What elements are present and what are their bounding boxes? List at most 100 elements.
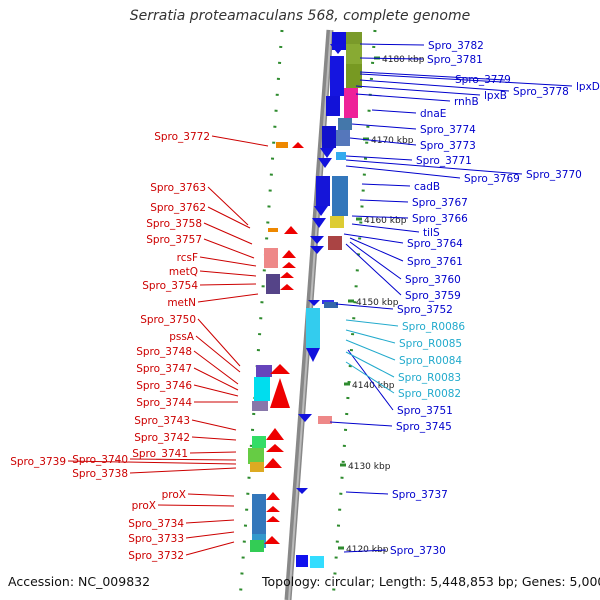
rna-gene-4-leader — [345, 361, 395, 394]
left-gene-label[interactable]: Spro_3747 — [136, 363, 192, 375]
right-gene-label[interactable]: Spro_3737 — [392, 489, 448, 501]
left-gene-label[interactable]: Spro_3762 — [150, 202, 206, 214]
right-gene-10-leader — [345, 155, 413, 161]
left-gene-label[interactable]: Spro_3743 — [134, 415, 190, 427]
right-gene-9-leader — [349, 137, 417, 146]
rna-gene-label[interactable]: Spro_R0083 — [398, 372, 461, 384]
rna-gene-0-leader — [345, 319, 399, 327]
left-strand-genes — [248, 142, 288, 552]
left-gene-label[interactable]: proX — [162, 489, 186, 501]
right-gene-label[interactable]: Spro_3782 — [428, 40, 484, 52]
left-gene-21-leader — [187, 493, 235, 497]
kbp-tick-label[interactable]: 4140 kbp — [352, 381, 395, 391]
left-gene-4-leader — [203, 238, 255, 259]
right-gene-label[interactable]: tilS — [423, 227, 440, 239]
right-gene-label[interactable]: Spro_3771 — [416, 155, 472, 167]
rna-gene-label[interactable]: Spro_R0086 — [402, 321, 465, 333]
left-gene-15-leader — [191, 419, 237, 431]
left-gene-13-leader — [193, 384, 239, 397]
left-gene-label[interactable]: Spro_3746 — [136, 380, 192, 392]
right-gene-label[interactable]: rnhB — [454, 96, 479, 108]
left-gene-label[interactable]: Spro_3757 — [146, 234, 202, 246]
rna-gene-label[interactable]: Spro_R0085 — [399, 338, 462, 350]
left-gene-label[interactable]: Spro_3738 — [72, 468, 128, 480]
left-gene-3-leader — [203, 222, 253, 245]
left-gene-22-leader — [157, 504, 235, 507]
right-gene-label[interactable]: Spro_3766 — [412, 213, 468, 225]
kbp-tick-label[interactable]: 4150 kbp — [356, 298, 399, 308]
right-gene-label[interactable]: Spro_3730 — [390, 545, 446, 557]
right-gene-label[interactable]: lpxB — [484, 90, 507, 102]
left-gene-label[interactable]: Spro_3744 — [136, 397, 192, 409]
rna-gene-2-leader — [345, 339, 396, 361]
right-gene-label[interactable]: Spro_3764 — [407, 238, 463, 250]
right-gene-16-leader — [351, 223, 420, 233]
genome-title: Serratia proteamaculans 568, complete ge… — [129, 8, 471, 24]
right-gene-21-leader — [335, 303, 394, 310]
left-gene-label[interactable]: Spro_3763 — [150, 182, 206, 194]
right-gene-7-leader — [371, 109, 417, 114]
right-gene-label[interactable]: Spro_3752 — [397, 304, 453, 316]
left-gene-label[interactable]: Spro_3758 — [146, 218, 202, 230]
right-gene-18-leader — [349, 237, 404, 262]
right-gene-20-leader — [345, 243, 402, 296]
left-gene-label[interactable]: Spro_3733 — [128, 533, 184, 545]
right-gene-23-leader — [329, 421, 393, 427]
right-gene-label[interactable]: Spro_3767 — [412, 197, 468, 209]
left-gene-18-leader — [67, 460, 237, 465]
kbp-tick-label[interactable]: 4130 kbp — [348, 462, 391, 472]
kbp-tick-label[interactable]: 4180 kbp — [382, 55, 425, 65]
kbp-tick-label[interactable]: 4120 kbp — [346, 545, 389, 555]
rna-gene-3-leader — [345, 351, 395, 378]
left-gene-label[interactable]: Spro_3742 — [134, 432, 190, 444]
right-gene-label[interactable]: cadB — [414, 181, 440, 193]
right-gene-2-leader — [359, 71, 506, 81]
left-gene-1-leader — [207, 186, 249, 226]
right-gene-14-leader — [359, 199, 409, 203]
right-gene-6-leader — [355, 93, 451, 102]
left-gene-label[interactable]: metN — [167, 297, 196, 309]
left-gene-label[interactable]: Spro_3754 — [142, 280, 198, 292]
left-gene-label[interactable]: Spro_3750 — [140, 314, 196, 326]
left-gene-label[interactable]: rcsF — [177, 252, 198, 264]
right-gene-label[interactable]: lpxD — [576, 81, 600, 93]
right-gene-25-leader — [343, 549, 387, 553]
left-gene-label[interactable]: Spro_3772 — [154, 131, 210, 143]
left-gene-7-leader — [199, 283, 257, 286]
left-gene-label[interactable]: Spro_3734 — [128, 518, 184, 530]
left-gene-label[interactable]: proX — [132, 500, 156, 512]
rna-gene-labels: Spro_R0086Spro_R0085Spro_R0084Spro_R0083… — [345, 319, 465, 400]
left-gene-label[interactable]: Spro_3740 — [72, 454, 128, 466]
genome-summary-label: Topology: circular; Length: 5,448,853 bp… — [262, 574, 600, 589]
right-gene-label[interactable]: Spro_3760 — [405, 274, 461, 286]
rna-gene-label[interactable]: Spro_R0084 — [399, 355, 462, 367]
right-gene-15-leader — [351, 215, 409, 219]
right-gene-label[interactable]: Spro_3745 — [396, 421, 452, 433]
right-gene-label[interactable]: Spro_3779 — [455, 74, 511, 86]
right-gene-label[interactable]: Spro_3751 — [397, 405, 453, 417]
left-gene-label[interactable]: Spro_3741 — [132, 448, 188, 460]
right-gene-label[interactable]: Spro_3759 — [405, 290, 461, 302]
right-gene-12-leader — [345, 165, 461, 179]
right-gene-label[interactable]: Spro_3761 — [407, 256, 463, 268]
left-gene-label[interactable]: Spro_3748 — [136, 346, 192, 358]
rna-gene-label[interactable]: Spro_R0082 — [398, 388, 461, 400]
left-gene-10-leader — [195, 335, 241, 373]
right-gene-label[interactable]: Spro_3781 — [427, 54, 483, 66]
right-gene-label[interactable]: Spro_3773 — [420, 140, 476, 152]
left-gene-12-leader — [193, 367, 239, 391]
right-gene-label[interactable]: Spro_3770 — [526, 169, 582, 181]
left-gene-label[interactable]: pssA — [169, 331, 195, 343]
left-gene-label[interactable]: metQ — [169, 266, 198, 278]
left-gene-label[interactable]: Spro_3732 — [128, 550, 184, 562]
right-gene-label[interactable]: Spro_3774 — [420, 124, 476, 136]
left-gene-label[interactable]: Spro_3739 — [10, 456, 66, 468]
right-gene-label[interactable]: Spro_3769 — [464, 173, 520, 185]
kbp-tick-label[interactable]: 4170 kbp — [371, 136, 414, 146]
right-gene-label[interactable]: dnaE — [420, 108, 446, 120]
right-gene-22-leader — [347, 349, 394, 411]
kbp-tick-label[interactable]: 4160 kbp — [364, 216, 407, 226]
right-gene-label[interactable]: Spro_3778 — [513, 86, 569, 98]
